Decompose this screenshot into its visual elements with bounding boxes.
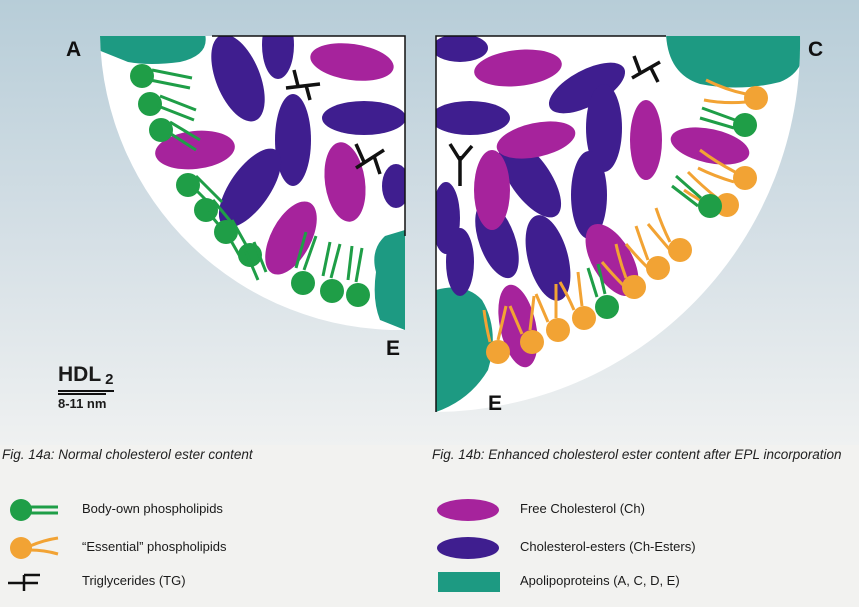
legend-label: Apolipoproteins (A, C, D, E) [520, 573, 680, 588]
orange-phospholipid-icon [4, 536, 64, 560]
panel-b-apoe-letter: E [488, 392, 502, 416]
legend-triglycerides: Triglycerides (TG) [4, 570, 364, 594]
free-cholesterol [630, 100, 662, 180]
legend-label: “Essential” phospholipids [82, 539, 227, 554]
cholesterol-ester [432, 34, 488, 62]
hdl-subscript: 2 [105, 371, 113, 388]
free-cholesterol [474, 150, 510, 230]
hdl-name: HDL [58, 363, 101, 386]
cholesterol-ester [446, 228, 474, 296]
magenta-ellipse-icon [436, 498, 506, 522]
legend-label: Cholesterol-esters (Ch-Esters) [520, 539, 696, 554]
panel-b-letter: C [808, 38, 823, 62]
cholesterol-ester [275, 94, 311, 186]
apolipoprotein-e-a [374, 230, 405, 330]
caption-fig-14b: Fig. 14b: Enhanced cholesterol ester con… [432, 446, 852, 463]
caption-fig-14a: Fig. 14a: Normal cholesterol ester conte… [2, 446, 402, 463]
triglyceride-icon [4, 570, 64, 594]
cholesterol-ester [430, 101, 510, 135]
legend-apolipoproteins: Apolipoproteins (A, C, D, E) [436, 570, 836, 594]
panel-a-letter: A [66, 38, 81, 62]
hdl-size-range: 8-11 nm [58, 393, 106, 411]
legend-body-own-phospholipids: Body-own phospholipids [4, 498, 364, 522]
legend-label: Free Cholesterol (Ch) [520, 501, 645, 516]
panel-a-apoe-letter: E [386, 337, 400, 361]
green-phospholipid-icon [4, 498, 64, 522]
purple-ellipse-icon [436, 536, 506, 560]
legend-label: Body-own phospholipids [82, 501, 223, 516]
cholesterol-ester [322, 101, 406, 135]
hdl-diagram-svg [0, 0, 859, 445]
legend-cholesterol-esters: Cholesterol-esters (Ch-Esters) [436, 536, 836, 560]
legend-label: Triglycerides (TG) [82, 573, 186, 588]
teal-rectangle-icon [436, 570, 506, 594]
legend-essential-phospholipids: “Essential” phospholipids [4, 536, 364, 560]
legend-free-cholesterol: Free Cholesterol (Ch) [436, 498, 836, 522]
